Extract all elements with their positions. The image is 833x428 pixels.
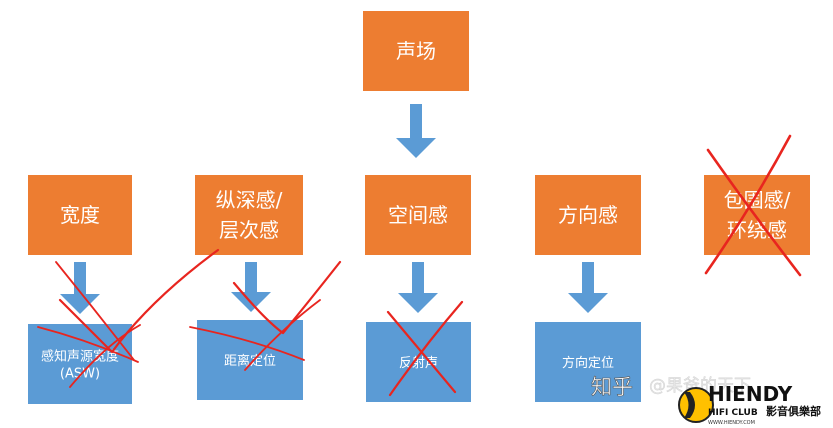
box-width: 宽度 <box>28 175 132 255</box>
box-space-shape <box>365 175 471 255</box>
box-depth-shape <box>195 175 303 255</box>
box-space: 空间感 <box>365 175 471 255</box>
cross-mark-reflection-1 <box>386 310 457 394</box>
box-distance: 距离定位 <box>197 320 303 400</box>
box-reflection: 反射声 <box>366 322 471 402</box>
box-width-label: 宽度 <box>60 203 100 227</box>
cross-mark-asw <box>37 326 139 363</box>
box-depth: 纵深感/层次感 <box>195 175 303 255</box>
arrows-layer <box>60 104 608 314</box>
box-top-label: 声场 <box>396 39 436 63</box>
hiendy-logo: HIENDY HIFI CLUB 影音俱樂部 WWW.HIENDY.COM <box>678 382 821 426</box>
cross-mark-envelop-1 <box>706 148 802 277</box>
check-mark-asw <box>58 248 220 354</box>
cross-mark-reflection-2 <box>388 300 464 397</box>
box-envelop: 包围感/环绕感 <box>704 175 810 255</box>
box-direction: 方向感 <box>535 175 641 255</box>
box-asw-shape <box>28 324 132 404</box>
box-envelop-shape <box>704 175 810 255</box>
zhihu-watermark: 知乎 <box>591 375 633 399</box>
logo-text: HIENDY <box>708 382 793 406</box>
logo-swoosh-icon <box>684 392 695 418</box>
box-distance-label: 距离定位 <box>224 353 276 369</box>
cross-mark-distance-2 <box>244 299 321 371</box>
box-dirloc-label: 方向定位 <box>562 355 614 371</box>
arrow-width-to-asw <box>60 262 100 314</box>
arrow-direction-to-dirloc <box>568 262 608 313</box>
cross-mark-distance <box>189 326 305 361</box>
box-direction-shape <box>535 175 641 255</box>
box-asw-label: 感知声源宽度 <box>41 349 119 365</box>
zhihu-user-watermark: @果爸的天下 <box>649 376 751 396</box>
logo-cn: 影音俱樂部 <box>766 404 821 418</box>
box-space-label: 空间感 <box>388 203 448 227</box>
box-top: 声场 <box>363 11 469 91</box>
box-envelop-label: 环绕感 <box>727 218 787 242</box>
box-depth-label: 纵深感/ <box>216 188 283 212</box>
box-depth-label: 层次感 <box>219 218 279 242</box>
arrow-depth-to-distance <box>231 262 271 312</box>
logo-url: WWW.HIENDY.COM <box>708 420 755 426</box>
box-dirloc-shape <box>535 322 641 402</box>
box-distance-shape <box>197 320 303 400</box>
box-width-shape <box>28 175 132 255</box>
cross-mark-envelop-2 <box>704 134 792 275</box>
cross-mark-asw-3 <box>69 324 141 388</box>
box-asw-label: (ASW) <box>60 367 100 382</box>
arrow-space-to-reflection <box>398 262 438 313</box>
cross-mark-asw-2 <box>55 261 135 361</box>
box-dirloc: 方向定位 <box>535 322 641 402</box>
box-top-shape <box>363 11 469 91</box>
logo-sub: HIFI CLUB <box>708 408 758 418</box>
box-asw: 感知声源宽度 (ASW) <box>28 324 132 404</box>
box-direction-label: 方向感 <box>558 203 618 227</box>
arrow-top-to-space <box>396 104 436 158</box>
check-mark-distance <box>232 260 342 335</box>
marks-layer <box>37 134 802 397</box>
